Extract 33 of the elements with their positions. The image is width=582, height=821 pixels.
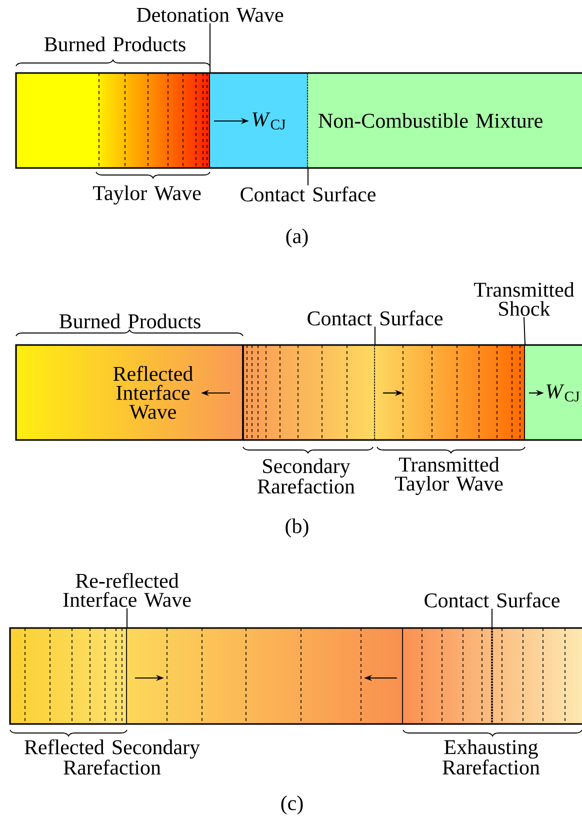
gas-region (242, 344, 348, 440)
gas-region (210, 73, 308, 168)
callout-label: Detonation Wave (136, 8, 284, 22)
region-label: Reflected Secondary Rarefaction (24, 739, 200, 775)
callout-label: Transmitted Shock (474, 282, 574, 316)
gas-region (402, 344, 520, 440)
gas-region (525, 345, 582, 440)
callout-label: Contact Surface (424, 592, 560, 608)
gas-region (16, 72, 210, 168)
leader-line (374, 326, 376, 346)
contact-surface-line (491, 628, 493, 724)
contact-surface-line (374, 345, 376, 440)
wave-front-line (126, 628, 128, 724)
region-label: Burned Products (59, 314, 200, 328)
callout-label: Contact Surface (240, 186, 376, 202)
velocity-label: W$_{CJ}$ (252, 112, 286, 130)
leader-line (126, 608, 128, 628)
region-label: Taylor Wave (92, 185, 201, 205)
gas-region (166, 628, 404, 724)
leader-line (524, 316, 526, 346)
gas-region: Non-Combustible Mixture (308, 73, 582, 168)
subfigure-caption: (b) (286, 518, 308, 538)
velocity-label: W$_{CJ}$ (546, 384, 580, 402)
gas-region: Reflected Interface Wave (113, 366, 193, 420)
region-label: Transmitted Taylor Wave (394, 456, 503, 496)
region-label: Secondary Rarefaction (258, 458, 355, 494)
callout-label: Contact Surface (308, 310, 442, 326)
region-label: Burned Products (44, 36, 186, 52)
subfigure-caption: (c) (281, 795, 303, 815)
shock-front-line (524, 345, 526, 440)
callout-label: Re-reflected Interface Wave (63, 572, 191, 608)
subfigure-caption: (a) (286, 228, 308, 248)
region-label: Exhausting Rarefaction (442, 739, 540, 775)
